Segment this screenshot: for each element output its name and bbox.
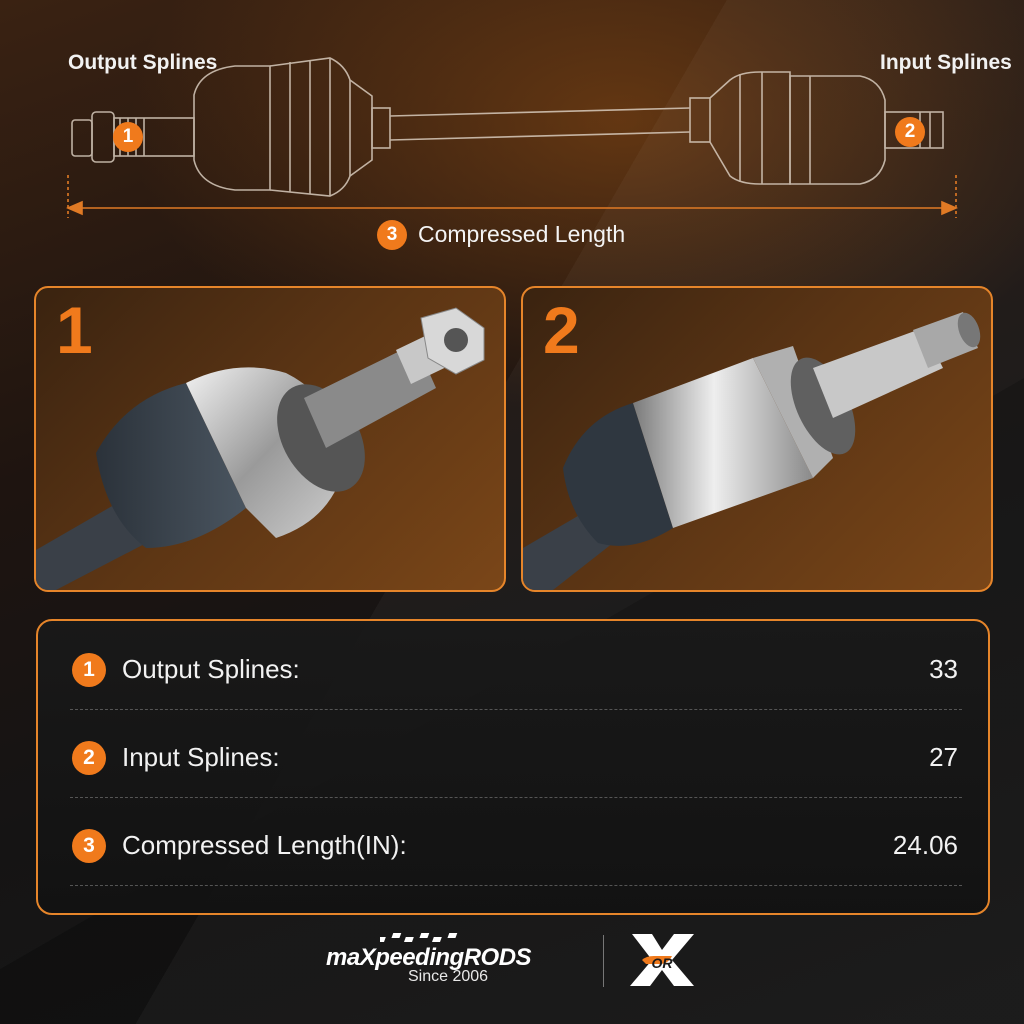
spec-row-output-splines: 1 Output Splines: 33 bbox=[70, 621, 962, 710]
footer-divider bbox=[603, 935, 604, 987]
output-splines-label: Output Splines bbox=[68, 51, 218, 74]
input-splines-label: Input Splines bbox=[880, 51, 1012, 74]
badge-2-diagram: 2 bbox=[895, 117, 925, 147]
panel-number-1: 1 bbox=[56, 293, 93, 367]
input-tripod-joint-illustration bbox=[523, 312, 981, 590]
since-label: Since 2006 bbox=[408, 968, 489, 985]
badge-1-diagram: 1 bbox=[113, 122, 143, 152]
spec-row-compressed-length: 3 Compressed Length(IN): 24.06 bbox=[70, 797, 962, 886]
panel-number-2: 2 bbox=[543, 293, 580, 367]
badge-2-spec: 2 bbox=[72, 741, 106, 775]
spec-label: Input Splines: bbox=[122, 742, 280, 772]
badge-3-diagram: 3 bbox=[377, 220, 407, 250]
spec-row-input-splines: 2 Input Splines: 27 bbox=[70, 709, 962, 798]
output-end-photo-panel: 1 bbox=[34, 286, 506, 592]
spec-value: 27 bbox=[929, 742, 958, 772]
spec-value: 24.06 bbox=[892, 830, 958, 860]
badge-3-spec: 3 bbox=[72, 829, 106, 863]
badge-1-spec: 1 bbox=[72, 653, 106, 687]
input-end-photo-panel: 2 bbox=[521, 286, 993, 592]
axle-outline-drawing bbox=[65, 57, 959, 218]
spec-label: Output Splines: bbox=[122, 654, 300, 684]
compressed-length-label: Compressed Length bbox=[418, 221, 626, 247]
brand-logo: maXpeedingRODS bbox=[326, 944, 532, 971]
logo-mark-text: OR bbox=[652, 955, 674, 971]
x-logo-icon: OR bbox=[630, 934, 694, 986]
checkered-flag-icon bbox=[380, 933, 458, 942]
spec-table: 1 Output Splines: 33 2 Input Splines: 27… bbox=[36, 619, 990, 915]
spec-label: Compressed Length(IN): bbox=[122, 830, 407, 860]
output-cv-joint-illustration bbox=[36, 307, 485, 590]
spec-value: 33 bbox=[929, 654, 958, 684]
